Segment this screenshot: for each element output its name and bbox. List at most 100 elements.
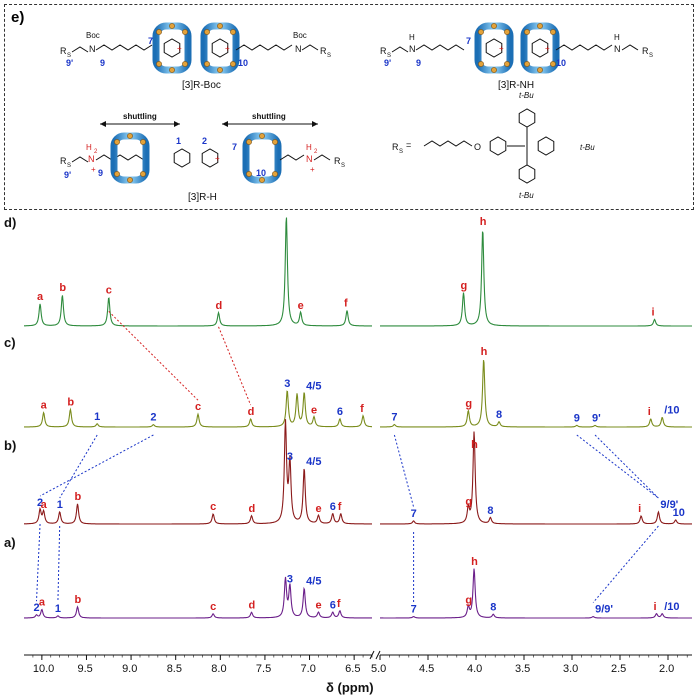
- ring-oxygen-atom: [550, 29, 556, 35]
- tbu-top: t-Bu: [519, 91, 534, 100]
- pyridinium-ring: [173, 148, 191, 168]
- ring-oxygen-atom: [272, 139, 278, 145]
- axis-break-mark: [369, 650, 381, 660]
- arrow-head: [222, 121, 228, 127]
- ring-oxygen-atom: [182, 29, 188, 35]
- ring-oxygen-atom: [504, 29, 510, 35]
- peak-label: h: [471, 556, 478, 568]
- tick-label: 4.0: [467, 663, 482, 675]
- label-7: 7: [148, 36, 153, 46]
- ring-oxygen-atom: [156, 29, 162, 35]
- charge-plus: +: [545, 44, 550, 53]
- rs-subscript: S: [67, 53, 71, 59]
- rs-subscript: S: [387, 53, 391, 59]
- ring-oxygen-atom: [127, 133, 133, 139]
- pyridinium-ring: [531, 38, 549, 58]
- h2: H: [86, 143, 92, 152]
- ring-oxygen-atom: [550, 61, 556, 67]
- rs-group: R: [642, 46, 649, 56]
- label-2: 2: [202, 136, 207, 146]
- peak-label: 7: [411, 508, 417, 520]
- charge-plus: +: [499, 44, 504, 53]
- alkyl-chain: [95, 154, 145, 161]
- pyridinium-ring: [518, 164, 536, 184]
- ring-oxygen-atom: [272, 171, 278, 177]
- peak-label: b: [75, 594, 82, 606]
- peak-label: 4/5: [306, 576, 321, 588]
- alkyl-chain: [555, 44, 613, 51]
- correlation-line: [592, 525, 659, 603]
- spectrum-label: c): [4, 335, 16, 350]
- spectrum-trace: [24, 390, 372, 428]
- alkyl-chain: [301, 44, 319, 51]
- label-10: 10: [238, 58, 248, 68]
- rs-subscript: S: [649, 53, 653, 59]
- nitrogen: N: [89, 44, 96, 54]
- correlation-line: [35, 523, 41, 602]
- peak-label: 6: [330, 599, 336, 611]
- peak-label: h: [481, 346, 488, 358]
- ring-oxygen-atom: [169, 67, 175, 73]
- peak-label: f: [344, 298, 348, 310]
- ring-oxygen-atom: [230, 61, 236, 67]
- shuttle-label: shuttling: [123, 112, 157, 121]
- tick-label: 3.5: [515, 663, 530, 675]
- peak-label: b: [67, 396, 74, 408]
- spectrum-trace: [24, 217, 372, 327]
- tick-label: 10.0: [33, 663, 54, 675]
- peak-label: i: [638, 503, 641, 515]
- label-9: 9: [98, 168, 103, 178]
- nitrogen: N: [409, 44, 416, 54]
- peak-label: 10: [673, 507, 685, 519]
- ring-oxygen-atom: [204, 29, 210, 35]
- peak-label: 4/5: [306, 456, 321, 468]
- spectrum-label: a): [4, 535, 16, 550]
- ring-oxygen-atom: [114, 171, 120, 177]
- label-9p: 9': [64, 170, 71, 180]
- ring-oxygen-atom: [169, 23, 175, 29]
- ring-oxygen-atom: [127, 177, 133, 183]
- peak-label: c: [195, 401, 201, 413]
- scheme-panel: e): [4, 4, 694, 210]
- ring-oxygen-atom: [504, 61, 510, 67]
- ring-oxygen-atom: [537, 67, 543, 73]
- ring-oxygen-atom: [259, 177, 265, 183]
- peak-label: a: [41, 400, 48, 412]
- rs-group: R: [60, 46, 67, 56]
- ring-oxygen-atom: [491, 67, 497, 73]
- correlation-line: [108, 311, 199, 401]
- peak-label: 4/5: [306, 380, 321, 392]
- peak-label: g: [461, 280, 468, 292]
- pyridinium-ring: [485, 38, 503, 58]
- label-7: 7: [232, 142, 237, 152]
- peak-label: /10: [664, 404, 679, 416]
- structure-label-h: [3]R-H: [188, 192, 217, 203]
- pyridinium-ring: [518, 108, 536, 128]
- h2-subscript: 2: [94, 149, 98, 155]
- rs-group: R: [320, 46, 327, 56]
- correlation-line: [59, 434, 98, 499]
- peak-label: 8: [496, 409, 502, 421]
- alkyl-chain: [621, 44, 639, 51]
- peak-label: g: [465, 595, 472, 607]
- h2-subscript: 2: [314, 149, 318, 155]
- peak-label: h: [471, 439, 478, 451]
- ring-oxygen-atom: [524, 61, 530, 67]
- ring-oxygen-atom: [156, 61, 162, 67]
- boc-group: Boc: [293, 31, 307, 40]
- alkyl-chain: [423, 140, 473, 147]
- ring-oxygen-atom: [217, 67, 223, 73]
- structure-label-nh: [3]R-NH: [498, 80, 534, 91]
- pyridinium-ring: [537, 136, 555, 156]
- alkyl-chain: [415, 44, 465, 51]
- peak-label: 6: [330, 501, 336, 513]
- peak-label: 1: [55, 603, 61, 615]
- correlation-line: [576, 434, 659, 499]
- tick-label: 8.5: [167, 663, 182, 675]
- peak-label: g: [465, 398, 472, 410]
- correlation-line: [57, 525, 61, 602]
